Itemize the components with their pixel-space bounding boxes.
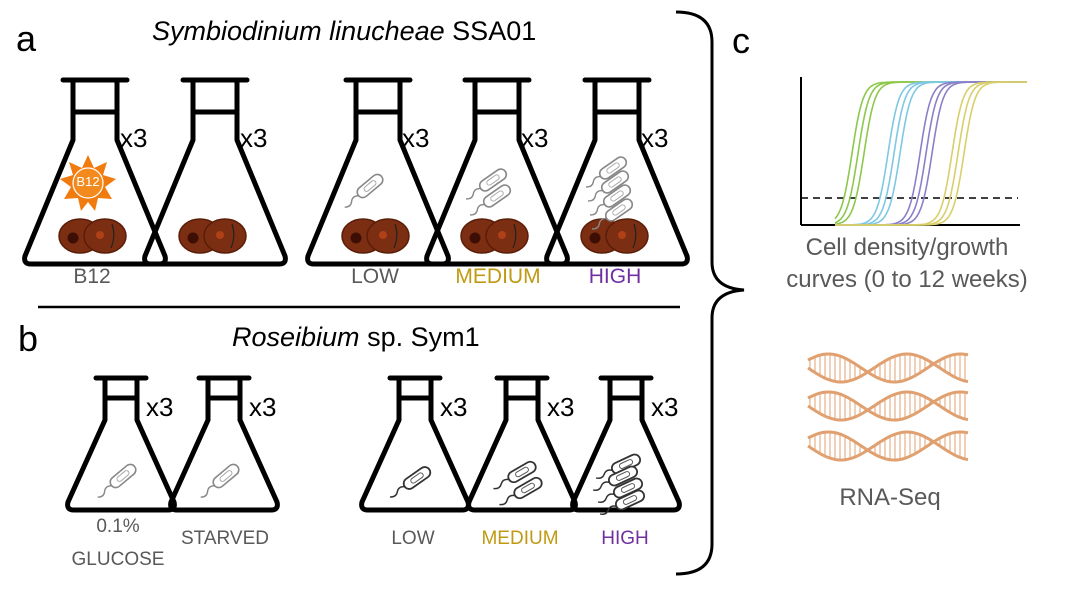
multiplier-b-glucose: x3 [146, 392, 174, 422]
panel-a-strain: SSA01 [444, 16, 537, 46]
sun-b12-icon [60, 155, 116, 211]
label-b-glucose: GLUCOSE [71, 549, 165, 570]
growth-caption: Cell density/growth curves (0 to 12 week… [752, 232, 1062, 297]
flask-a-medium [427, 80, 568, 264]
flask-a-control [145, 80, 286, 264]
panel-letter-b: b [18, 318, 39, 359]
label-a-b12: B12 [73, 265, 111, 288]
label-b-starved: STARVED [181, 528, 269, 549]
multiplier-a-high: x3 [641, 123, 669, 153]
growth-curve [835, 81, 1027, 226]
flask-a-high [547, 80, 688, 264]
label-b-high: HIGH [601, 528, 649, 549]
panel-a-species: Symbiodinium linucheae [152, 16, 445, 46]
label-a-medium: MEDIUM [455, 265, 541, 288]
curly-brace [675, 10, 745, 576]
multiplier-b-starved: x3 [249, 392, 277, 422]
label-a-low: LOW [351, 265, 399, 288]
rna-seq-icon [807, 352, 969, 462]
rnaseq-caption: RNA-Seq [839, 484, 941, 511]
multiplier-a-low: x3 [402, 123, 430, 153]
flask-a-low [308, 80, 449, 264]
growth-curves-chart [800, 77, 1027, 226]
growth-caption-line1: Cell density/growth [805, 234, 1009, 261]
label-b-medium: MEDIUM [481, 528, 559, 549]
panel-b-genus: Roseibium [232, 322, 360, 352]
growth-curve [834, 81, 1027, 226]
multiplier-b-low: x3 [440, 392, 468, 422]
rna-helix [807, 352, 969, 384]
panel-letter-a: a [16, 18, 37, 59]
panel-a-title: Symbiodinium linucheae SSA01 [152, 16, 536, 47]
multiplier-a-b12: x3 [120, 123, 148, 153]
label-a-high: HIGH [588, 265, 642, 288]
multiplier-b-medium: x3 [547, 392, 575, 422]
sun-label: B12 [76, 174, 100, 189]
growth-caption-line2: curves (0 to 12 weeks) [786, 266, 1028, 294]
label-b-glucose-pct: 0.1% [96, 516, 140, 537]
multiplier-a-control: x3 [240, 123, 268, 153]
rna-helix [807, 430, 969, 462]
panel-b-strain: sp. Sym1 [359, 322, 480, 352]
label-b-low: LOW [391, 528, 435, 549]
rna-helix [807, 390, 969, 422]
panel-b-title: Roseibium sp. Sym1 [232, 322, 480, 353]
multiplier-b-high: x3 [651, 392, 679, 422]
multiplier-a-medium: x3 [521, 123, 549, 153]
panel-letter-c: c [732, 20, 750, 61]
